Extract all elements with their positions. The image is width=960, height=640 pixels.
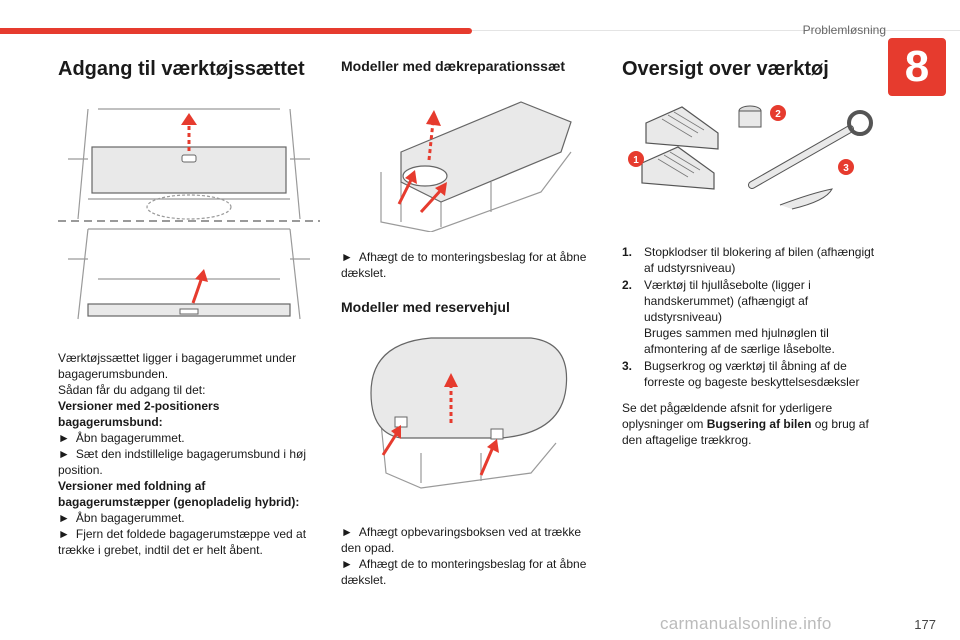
wheel-chock-top [645,106,719,150]
callout-2-icon [770,105,786,121]
header-accent-bar [0,28,472,34]
chapter-number-badge: 8 [888,38,946,96]
svg-text:2: 2 [775,109,781,120]
step-arrow-icon: ► [341,250,353,264]
svg-text:1: 1 [633,155,639,166]
tools-list: 1.Stopklodser til blokering af bilen (af… [622,244,882,390]
step-b2: ►Fjern det foldede bagagerumstæppe ved a… [58,527,307,557]
callout-1-icon [628,151,644,167]
intro-text: Værktøjssættet ligger i bagagerummet und… [58,351,297,381]
step-arrow-icon: ► [58,447,70,461]
tools-list-item: 1.Stopklodser til blokering af bilen (af… [622,245,875,275]
access-text: Sådan får du adgang til det: [58,383,206,397]
step-arrow-icon: ► [58,511,70,525]
section-title-spare-wheel: Modeller med reservehjul [341,299,510,315]
step-a1: ►Åbn bagagerummet. [58,431,185,445]
subheading-folding: Versioner med foldning af bagagerumstæpp… [58,479,300,509]
watermark: carmanualsonline.info [660,614,832,633]
svg-text:3: 3 [843,163,849,174]
step-a2: ►Sæt den indstillelige bagagerumsbund i … [58,447,307,477]
repair-kit-figure [341,82,591,233]
step-arrow-icon: ► [341,557,353,571]
towing-eye [749,126,853,188]
subheading-two-position: Versioner med 2-positioners bagagerumsbu… [58,399,220,429]
reference-text: Se det pågældende afsnit for yderligere … [622,401,869,447]
callout-3-icon [838,159,854,175]
tools-figure: 1 2 3 [622,93,882,223]
step-spare-1: ►Afhægt opbevaringsboksen ved at trække … [341,525,582,555]
section-title-repair-kit: Modeller med dækreparationssæt [341,58,566,74]
step-arrow-icon: ► [341,525,353,539]
spare-wheel-cover [370,337,568,439]
step-arrow-icon: ► [58,527,70,541]
column-access: Adgang til værktøjssættet Værktøjssættet… [58,58,320,558]
wheel-chock-bottom [641,146,715,190]
spare-wheel-figure [341,323,591,493]
tools-list-item: 2.Værktøj til hjullåsebolte (ligger i ha… [622,278,835,356]
cover-opening-tool [779,188,833,210]
step-repair-1: ►Afhægt de to monteringsbeslag for at åb… [341,250,587,280]
step-arrow-icon: ► [58,431,70,445]
header-rule [472,30,960,31]
trunk-figure [58,89,320,329]
raised-floor-panel [91,146,287,194]
page-number: 177 [914,617,936,632]
step-spare-2: ►Afhægt de to monteringsbeslag for at åb… [341,557,587,587]
column-models: Modeller med dækreparationssæt ►Afhægt d… [341,58,591,588]
step-b1: ►Åbn bagagerummet. [58,511,185,525]
column-tools: Oversigt over værktøj 1 2 3 1.Stopklodse… [622,58,882,448]
chapter-name: Problemløsning [802,23,886,37]
towing-reference: Bugsering af bilen [706,417,812,431]
tools-list-item: 3.Bugserkrog og værktøj til åbning af de… [622,359,860,389]
section-title-access: Adgang til værktøjssættet [58,58,305,80]
section-title-tools: Oversigt over værktøj [622,58,829,80]
